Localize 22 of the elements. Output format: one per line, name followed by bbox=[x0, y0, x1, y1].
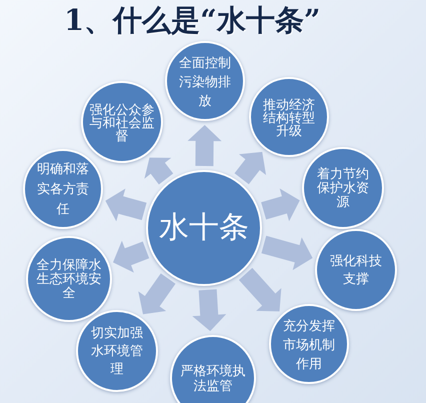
circle-label: 充分发挥市场机制作用 bbox=[282, 316, 336, 372]
block-arrow bbox=[138, 273, 176, 314]
block-arrow bbox=[261, 236, 313, 270]
block-arrow bbox=[188, 125, 222, 166]
circle-label: 水十条 bbox=[158, 211, 250, 245]
circle-label: 切实加强水环境管理 bbox=[90, 324, 144, 378]
circle-label: 强化科技支撑 bbox=[329, 252, 383, 288]
block-arrow bbox=[105, 188, 147, 222]
block-arrow bbox=[113, 240, 150, 273]
block-arrow bbox=[234, 152, 266, 184]
circle-label: 严格环境执法监管 bbox=[180, 363, 246, 393]
title: 1、什么是“水十条” bbox=[64, 2, 321, 39]
block-arrow bbox=[261, 188, 300, 222]
circle-label: 全面控制污染物排放 bbox=[178, 54, 232, 110]
block-arrow bbox=[192, 289, 226, 332]
circle-label: 强化公众参与和社会监督 bbox=[88, 102, 156, 142]
circle-label: 推动经济结构转型升级 bbox=[262, 98, 316, 136]
circle-label: 着力节约保护水资源 bbox=[316, 167, 370, 209]
block-arrow bbox=[144, 158, 174, 184]
block-arrow bbox=[238, 268, 282, 312]
circle-label: 全力保障水生态环境安全 bbox=[36, 258, 102, 300]
circle-label: 明确和落实各方责任 bbox=[36, 160, 90, 218]
